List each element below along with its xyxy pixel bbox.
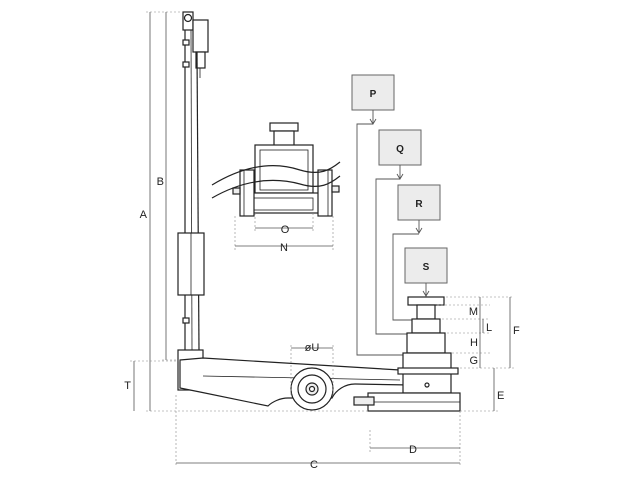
handle-valve-block <box>192 19 209 53</box>
dim-m-label: M <box>469 306 478 318</box>
detail-axle-left <box>232 187 241 195</box>
jack-chassis <box>179 357 411 411</box>
handle-tube-inner <box>190 29 193 351</box>
dim-l-label: L <box>486 322 492 334</box>
handle-tube-right <box>196 51 200 351</box>
cylinder-ram-3 <box>406 332 446 354</box>
detail-top-cap <box>269 122 299 132</box>
handle-clamp-lower <box>182 317 190 324</box>
arrow-r <box>415 220 423 234</box>
flow-line-p <box>356 123 405 356</box>
stage-box-s <box>404 247 448 284</box>
dim-f-label: F <box>513 325 520 337</box>
cylinder-saddle-top <box>407 296 445 306</box>
jack-cylinder <box>353 296 461 412</box>
stage-label-s: S <box>423 262 430 273</box>
dim-e-label: E <box>497 390 504 402</box>
arrow-s <box>422 283 430 297</box>
dim-h-label: H <box>470 337 478 349</box>
cylinder-ram-1 <box>416 304 436 320</box>
detail-body <box>254 144 314 194</box>
dim-o-label: O <box>281 224 290 236</box>
stage-label-q: Q <box>396 144 404 155</box>
front-roller-left <box>353 396 375 406</box>
rear-wheel-axle <box>308 385 316 393</box>
handle-grip-knob <box>183 13 193 23</box>
dim-g-label: G <box>469 355 478 367</box>
stage-flow: P Q R S <box>351 74 448 356</box>
handle-clamp-top <box>182 39 190 46</box>
cylinder-ram-2 <box>411 318 441 334</box>
stage-box-q <box>378 129 422 166</box>
jack-handle <box>177 11 209 391</box>
dim-a-label: A <box>140 209 148 221</box>
stage-label-r: R <box>415 199 423 210</box>
dimension-lines: A B T C D øU M L <box>124 11 520 471</box>
detail-tyre-left <box>239 169 255 217</box>
cylinder-foot <box>397 367 459 375</box>
arrow-q <box>396 165 404 180</box>
flow-line-r <box>392 233 419 321</box>
detail-tyre-right <box>317 169 333 217</box>
dim-u-label: øU <box>305 342 320 354</box>
dim-t-label: T <box>124 380 131 392</box>
detail-beam-curve-top <box>211 161 341 186</box>
detail-beam-curve-bottom <box>211 175 341 199</box>
dim-n-label: N <box>280 242 288 254</box>
detail-axle-right <box>331 185 340 193</box>
cylinder-port <box>424 382 430 388</box>
stage-label-p: P <box>370 89 377 100</box>
dim-b-label: B <box>157 176 164 188</box>
arrow-p <box>369 110 377 125</box>
stage-box-p <box>351 74 395 111</box>
flow-line-q <box>375 178 408 335</box>
dim-d-label: D <box>409 444 417 456</box>
saddle-detail-view: O N <box>211 122 341 254</box>
dim-c-label: C <box>310 459 318 471</box>
handle-valve-fitting <box>195 51 206 69</box>
detail-body-inner <box>259 149 309 191</box>
handle-clamp-upper <box>182 61 190 68</box>
